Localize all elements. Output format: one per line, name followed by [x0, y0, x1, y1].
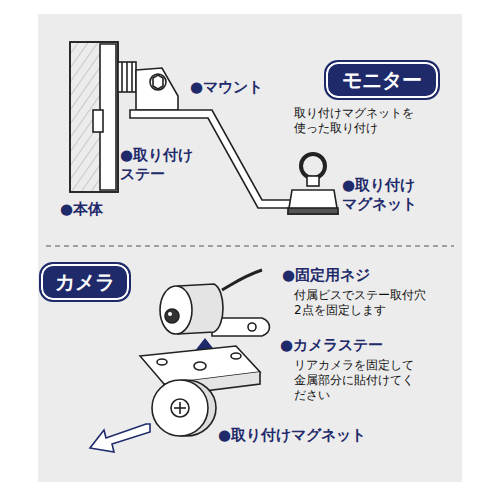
part-name: ●カメラステー: [280, 336, 420, 355]
badge-text: カメラ: [55, 270, 115, 294]
note: 付属ビスでステー取付穴 2点を固定します: [294, 288, 440, 318]
part-name: ●固定用ネジ: [282, 266, 412, 285]
part-name: ●取り付け マグネット: [342, 176, 446, 214]
note: リアカメラを固定して 金属部分に貼付けてく ださい: [294, 358, 428, 403]
part-name: ●本体: [60, 200, 140, 219]
note: 取り付けマグネットを 使った取り付け: [294, 106, 428, 136]
part-name: ●マウント: [190, 78, 300, 97]
title-badge: カメラ: [39, 262, 131, 302]
part-name: ●取り付けマグネット: [218, 426, 418, 445]
direction-arrow: [90, 424, 150, 452]
panel: [38, 14, 462, 482]
part-name: ●取り付け ステー: [120, 146, 212, 184]
badge-text: モニター: [342, 68, 422, 92]
divider: [46, 245, 454, 246]
title-badge: モニター: [324, 60, 440, 100]
camera-figure: [140, 270, 270, 436]
